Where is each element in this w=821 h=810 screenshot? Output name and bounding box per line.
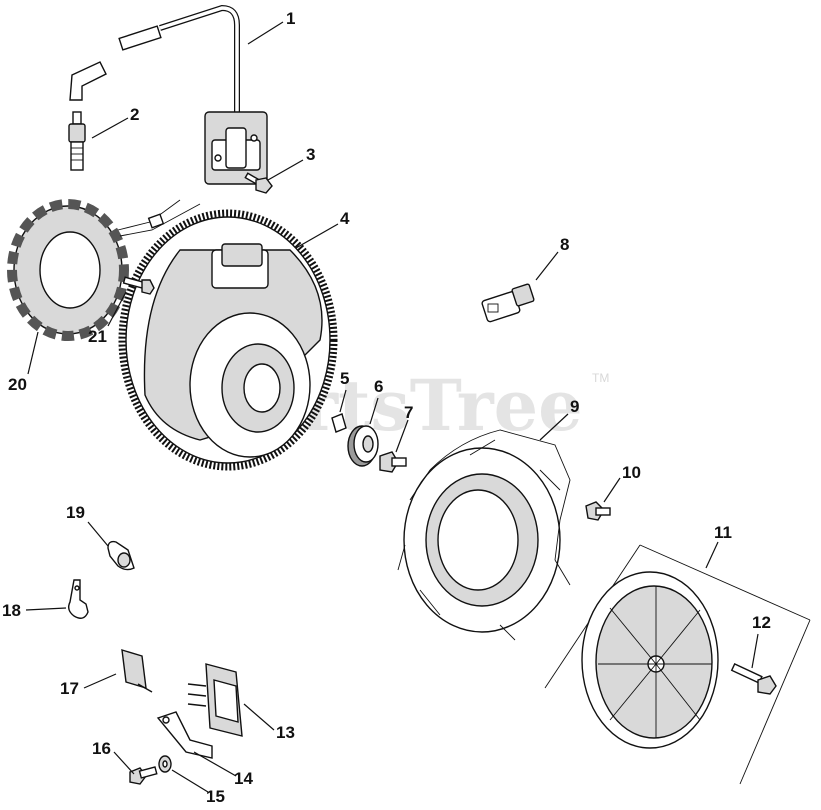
watermark-tm: TM <box>592 371 609 385</box>
part-stator[interactable] <box>7 199 201 341</box>
callout-6: 6 <box>374 377 383 396</box>
part-woodruff-key[interactable] <box>331 413 347 433</box>
part-grass-screen[interactable] <box>544 544 811 785</box>
callout-18: 18 <box>2 601 21 620</box>
part-fan[interactable] <box>397 429 571 641</box>
callout-1: 1 <box>286 9 295 28</box>
leader-lines <box>25 21 759 793</box>
callouts: 1 2 3 4 5 6 7 8 9 10 11 12 13 14 15 16 1… <box>2 9 771 806</box>
part-flywheel-washer[interactable] <box>347 425 379 467</box>
callout-5: 5 <box>340 369 349 388</box>
callout-21: 21 <box>88 327 107 346</box>
callout-4: 4 <box>340 209 350 228</box>
callout-20: 20 <box>8 375 27 394</box>
part-washer[interactable] <box>158 755 172 773</box>
callout-11: 11 <box>714 523 732 542</box>
callout-13: 13 <box>276 723 295 742</box>
part-screen-screw[interactable] <box>730 663 777 695</box>
part-bracket[interactable] <box>156 711 213 759</box>
part-clip[interactable] <box>67 579 89 619</box>
callout-15: 15 <box>206 787 225 806</box>
callout-9: 9 <box>570 397 579 416</box>
callout-7: 7 <box>404 403 413 422</box>
part-terminal[interactable] <box>121 649 153 693</box>
part-rectifier-regulator[interactable] <box>187 663 243 737</box>
part-flywheel-screw[interactable] <box>379 451 407 473</box>
part-stator-screw[interactable] <box>122 276 155 295</box>
part-fan-bolt[interactable] <box>585 501 611 521</box>
part-regulator-screw[interactable] <box>129 766 158 785</box>
callout-2: 2 <box>130 105 139 124</box>
callout-12: 12 <box>752 613 771 632</box>
part-ignition-coil[interactable] <box>69 4 268 185</box>
part-clamp[interactable] <box>107 540 135 571</box>
callout-16: 16 <box>92 739 111 758</box>
callout-8: 8 <box>560 235 569 254</box>
part-connector[interactable] <box>481 283 535 323</box>
callout-19: 19 <box>66 503 85 522</box>
part-coil-screw[interactable] <box>244 172 273 194</box>
part-flywheel[interactable] <box>118 209 338 471</box>
callout-17: 17 <box>60 679 79 698</box>
part-spark-plug[interactable] <box>68 111 86 171</box>
callout-14: 14 <box>234 769 253 788</box>
callout-3: 3 <box>306 145 315 164</box>
callout-10: 10 <box>622 463 641 482</box>
